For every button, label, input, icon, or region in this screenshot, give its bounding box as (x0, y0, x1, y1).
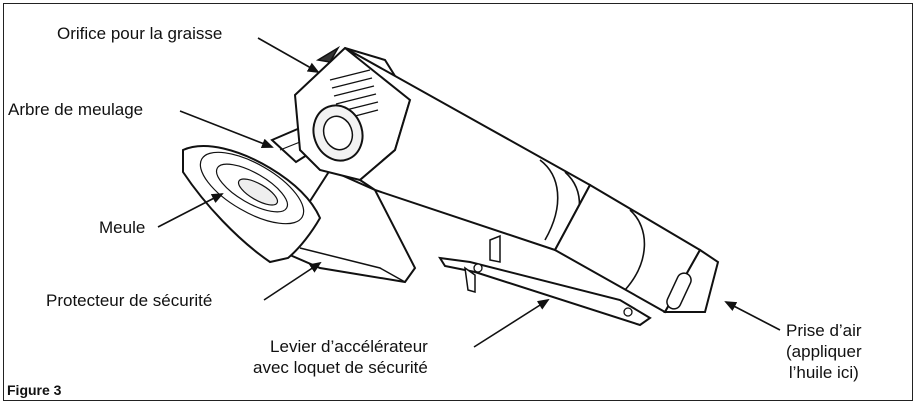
throttle-arrow (473, 298, 550, 348)
wheel-arrow (157, 193, 224, 228)
label-wheel: Meule (99, 218, 146, 237)
label-safety-guard: Protecteur de sécurité (46, 291, 213, 310)
guard-arrow (263, 261, 322, 301)
label-spindle: Arbre de meulage (8, 100, 144, 119)
label-throttle-lever: Levier d’accélérateur avec loquet de séc… (253, 337, 428, 377)
motor-body (344, 47, 720, 314)
label-air-inlet: Prise d’air (appliquer l’huile ici) (786, 321, 862, 382)
label-grease-port: Orifice pour la graisse (57, 24, 223, 43)
grinding-wheel (182, 145, 322, 264)
spindle-arrow (179, 110, 274, 149)
figure-frame (3, 3, 913, 401)
head-housing (293, 45, 412, 182)
grease-port-arrow (257, 37, 320, 73)
air-inlet-arrow (724, 301, 781, 331)
throttle-lever (438, 234, 652, 327)
figure-caption: Figure 3 (7, 382, 62, 398)
